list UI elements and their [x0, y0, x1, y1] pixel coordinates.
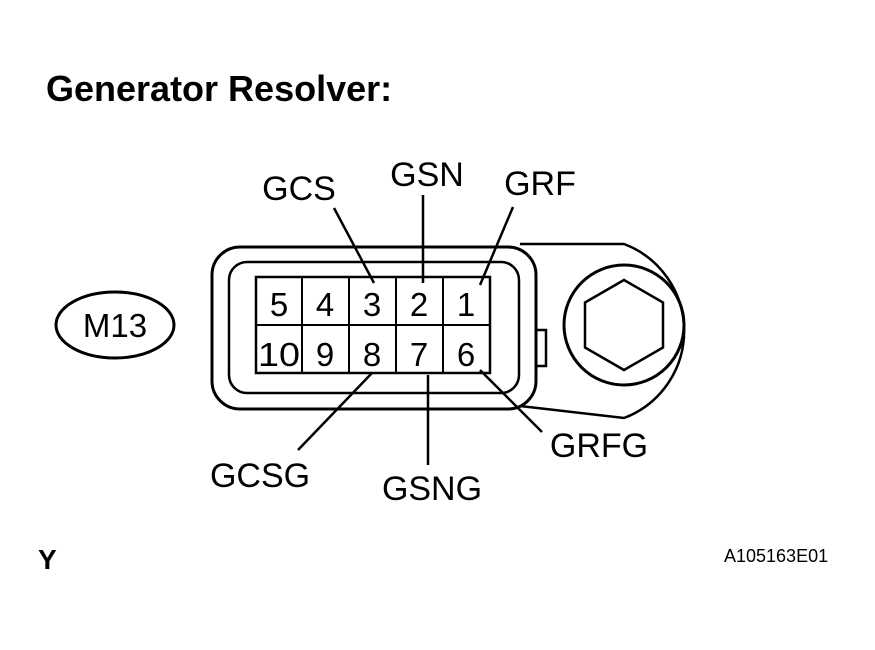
connector-housing-outer [210, 245, 538, 411]
corner-code: Y [38, 544, 57, 575]
terminal-label-gsng: GSNG [382, 470, 482, 508]
terminal-label-gcsg: GCSG [210, 457, 310, 495]
hex-bolt-icon [583, 278, 665, 372]
leader-line-grf [478, 206, 515, 286]
figure-id: A105163E01 [724, 546, 829, 566]
leader-line-gcs [332, 207, 376, 284]
pin-number: 4 [316, 286, 334, 323]
terminal-label-gsn: GSN [390, 156, 464, 194]
pin-number: 9 [316, 336, 334, 373]
pin-number: 6 [457, 336, 475, 373]
terminal-label-gcs: GCS [262, 170, 336, 208]
pin-number: 8 [363, 336, 381, 373]
pin-number: 1 [457, 286, 475, 323]
pin-number: 10 [258, 336, 300, 373]
pin-number: 7 [410, 336, 428, 373]
pin-number: 2 [410, 286, 428, 323]
connector-housing-inner [227, 260, 521, 395]
terminal-label-grfg: GRFG [550, 427, 648, 465]
leader-line-gcsg [297, 372, 373, 451]
pin-number: 5 [270, 286, 288, 323]
connector-id-oval [54, 290, 176, 360]
diagram-title: Generator Resolver: [46, 68, 393, 109]
terminal-label-grf: GRF [504, 165, 576, 203]
bolt-ring [562, 263, 686, 387]
pin-number: 3 [363, 286, 381, 323]
connector-id: M13 [83, 307, 147, 344]
leader-line-grfg [479, 369, 543, 433]
